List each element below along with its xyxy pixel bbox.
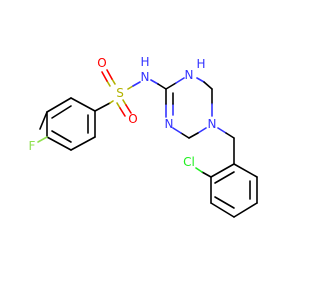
bond <box>214 196 235 209</box>
bond <box>70 136 96 151</box>
bond <box>94 102 111 112</box>
bond <box>46 97 72 113</box>
bond <box>188 132 199 139</box>
fluorine-label: F <box>29 139 36 153</box>
bond <box>132 81 141 87</box>
ring-benzyl-nitrogen-label: N <box>208 117 217 131</box>
bond <box>51 130 72 143</box>
ring-nh-hydrogen-label: H <box>196 57 205 71</box>
chlorine-label: Cl <box>183 155 195 169</box>
bond <box>225 132 235 139</box>
bond <box>201 171 212 178</box>
bond <box>37 136 48 143</box>
bond <box>217 127 227 134</box>
bond <box>111 78 116 85</box>
bond <box>125 104 132 114</box>
bond <box>70 97 96 112</box>
bond <box>195 167 203 173</box>
bonds <box>37 69 258 218</box>
ring-nh-nitrogen-label: N <box>185 68 194 82</box>
bond <box>203 81 213 90</box>
bond <box>210 163 235 178</box>
oxygen-top-label: O <box>97 56 106 70</box>
bond <box>180 132 190 139</box>
bond <box>175 77 185 84</box>
sulfur-label: S <box>116 86 124 100</box>
bond <box>197 127 207 134</box>
bond <box>172 127 182 134</box>
atom-labels: F S O O N H N H N N Cl <box>29 55 217 169</box>
bond <box>109 100 114 104</box>
amide-hydrogen-label: H <box>140 55 149 69</box>
bond <box>106 69 113 80</box>
bond <box>157 83 167 90</box>
bond <box>106 80 111 87</box>
bond <box>233 202 258 218</box>
bond <box>210 202 235 218</box>
bond <box>196 77 205 83</box>
bond <box>122 99 127 106</box>
bond <box>150 79 159 85</box>
bond <box>119 107 126 117</box>
bond <box>51 105 72 119</box>
bond <box>165 82 177 90</box>
bond <box>116 102 121 109</box>
bond <box>214 171 235 184</box>
bond <box>39 111 48 130</box>
ring-imine-nitrogen-label: N <box>165 117 174 131</box>
bond <box>46 136 72 151</box>
bond <box>101 71 108 82</box>
oxygen-bottom-label: O <box>128 112 137 126</box>
amide-nitrogen-label: N <box>141 70 150 84</box>
bond <box>127 85 134 90</box>
molecule-structure-diagram: F S O O N H N H N N Cl <box>29 55 258 218</box>
bond <box>233 163 258 178</box>
